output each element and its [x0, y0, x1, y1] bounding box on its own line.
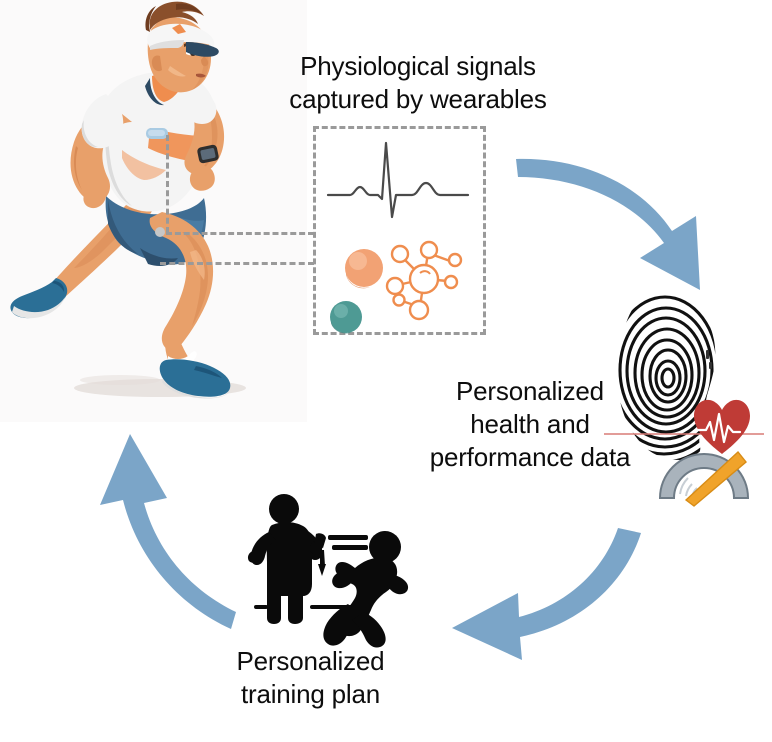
runner-front-fist [189, 165, 215, 191]
head-detail-icon [706, 350, 712, 369]
speedometer-icon [658, 450, 750, 507]
label-physiological-signals: Physiological signals captured by wearab… [289, 51, 547, 114]
runner-silhouette-icon [323, 531, 409, 648]
leader-thigh-horizontal [160, 262, 314, 265]
runner-back-fist [83, 184, 107, 209]
thigh-sensor-icon [155, 227, 165, 237]
health-icons [604, 292, 764, 507]
runner-sleeve-back [81, 94, 124, 149]
label-personalized-health-data: Personalized health and performance data [429, 376, 631, 472]
runner-front-shoe [159, 359, 231, 397]
runner-illustration-panel [0, 0, 307, 422]
capture-box-contents [326, 141, 470, 334]
capture-box [313, 126, 486, 335]
runner-illustration [10, 1, 246, 399]
coach-silhouette-icon [247, 494, 326, 624]
visor-brim [186, 42, 219, 57]
runner-sleeve-front [181, 86, 217, 124]
training-plan-icons [247, 494, 409, 648]
heart-pulse-icon [694, 399, 750, 454]
ecg-waveform-icon [326, 141, 470, 219]
leader-chest-vertical [166, 135, 169, 233]
health-data-cluster [588, 282, 764, 522]
arrow-bottom [452, 528, 641, 660]
arrow-top-right [516, 158, 700, 290]
label-personalized-training-plan: Personalized training plan [236, 646, 385, 709]
gauge-needle-icon [684, 450, 747, 507]
leader-chest-horizontal [166, 232, 314, 235]
fingerprint-head-icon [618, 292, 716, 460]
training-plan-cluster [224, 492, 424, 652]
arrow-left [100, 434, 236, 629]
molecule-icon [385, 240, 463, 321]
motion-lines-icon [254, 535, 368, 609]
visor-logo-icon [172, 24, 186, 34]
